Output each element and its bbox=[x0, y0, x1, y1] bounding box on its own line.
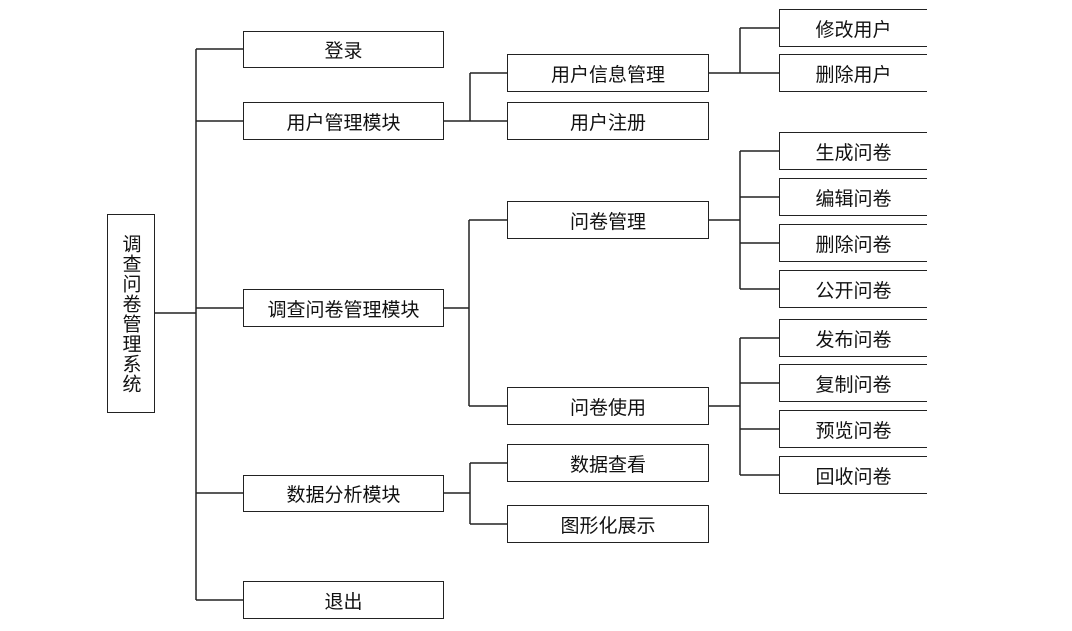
node-create-survey-label: 生成问卷 bbox=[815, 141, 892, 164]
node-copy-survey: 复制问卷 bbox=[779, 364, 927, 402]
node-create-survey: 生成问卷 bbox=[779, 132, 927, 170]
node-edit-survey-label: 编辑问卷 bbox=[815, 187, 892, 210]
node-edit-survey: 编辑问卷 bbox=[779, 178, 927, 216]
node-edit-user: 修改用户 bbox=[779, 9, 927, 47]
node-data-analysis-module-label: 数据分析模块 bbox=[286, 484, 401, 506]
node-survey-management-module: 调查问卷管理模块 bbox=[243, 289, 444, 327]
node-user-registration: 用户注册 bbox=[507, 102, 709, 140]
node-edit-user-label: 修改用户 bbox=[815, 18, 892, 41]
node-survey-usage-label: 问卷使用 bbox=[569, 396, 646, 419]
node-publicize-survey-label: 公开问卷 bbox=[815, 279, 892, 302]
node-collect-survey: 回收问卷 bbox=[779, 456, 927, 494]
node-survey-usage: 问卷使用 bbox=[507, 387, 709, 425]
root-node-survey-system: 调查问卷管理系统 bbox=[107, 214, 155, 413]
node-user-management-module: 用户管理模块 bbox=[243, 102, 444, 140]
node-login: 登录 bbox=[243, 31, 444, 68]
node-survey-management-label: 问卷管理 bbox=[569, 210, 646, 233]
root-node-label: 调查问卷管理系统 bbox=[119, 233, 142, 394]
node-survey-management: 问卷管理 bbox=[507, 201, 709, 239]
node-preview-survey-label: 预览问卷 bbox=[815, 419, 892, 442]
node-user-registration-label: 用户注册 bbox=[569, 111, 646, 134]
node-preview-survey: 预览问卷 bbox=[779, 410, 927, 448]
node-user-info-management-label: 用户信息管理 bbox=[550, 63, 665, 86]
node-data-view: 数据查看 bbox=[507, 444, 709, 482]
node-publish-survey-label: 发布问卷 bbox=[815, 328, 892, 351]
node-login-label: 登录 bbox=[324, 40, 363, 62]
node-user-info-management: 用户信息管理 bbox=[507, 54, 709, 92]
node-collect-survey-label: 回收问卷 bbox=[815, 465, 892, 488]
node-delete-user-label: 删除用户 bbox=[815, 63, 892, 86]
node-logout: 退出 bbox=[243, 581, 444, 619]
node-delete-survey-label: 删除问卷 bbox=[815, 233, 892, 256]
node-data-view-label: 数据查看 bbox=[569, 453, 646, 476]
node-publish-survey: 发布问卷 bbox=[779, 319, 927, 357]
node-survey-management-module-label: 调查问卷管理模块 bbox=[267, 298, 420, 321]
node-delete-user: 删除用户 bbox=[779, 54, 927, 92]
node-graph-display: 图形化展示 bbox=[507, 505, 709, 543]
node-copy-survey-label: 复制问卷 bbox=[815, 373, 892, 396]
node-logout-label: 退出 bbox=[324, 590, 363, 613]
node-user-management-module-label: 用户管理模块 bbox=[286, 111, 401, 134]
node-graph-display-label: 图形化展示 bbox=[560, 514, 656, 537]
node-data-analysis-module: 数据分析模块 bbox=[243, 475, 444, 512]
node-publicize-survey: 公开问卷 bbox=[779, 270, 927, 308]
node-delete-survey: 删除问卷 bbox=[779, 224, 927, 262]
